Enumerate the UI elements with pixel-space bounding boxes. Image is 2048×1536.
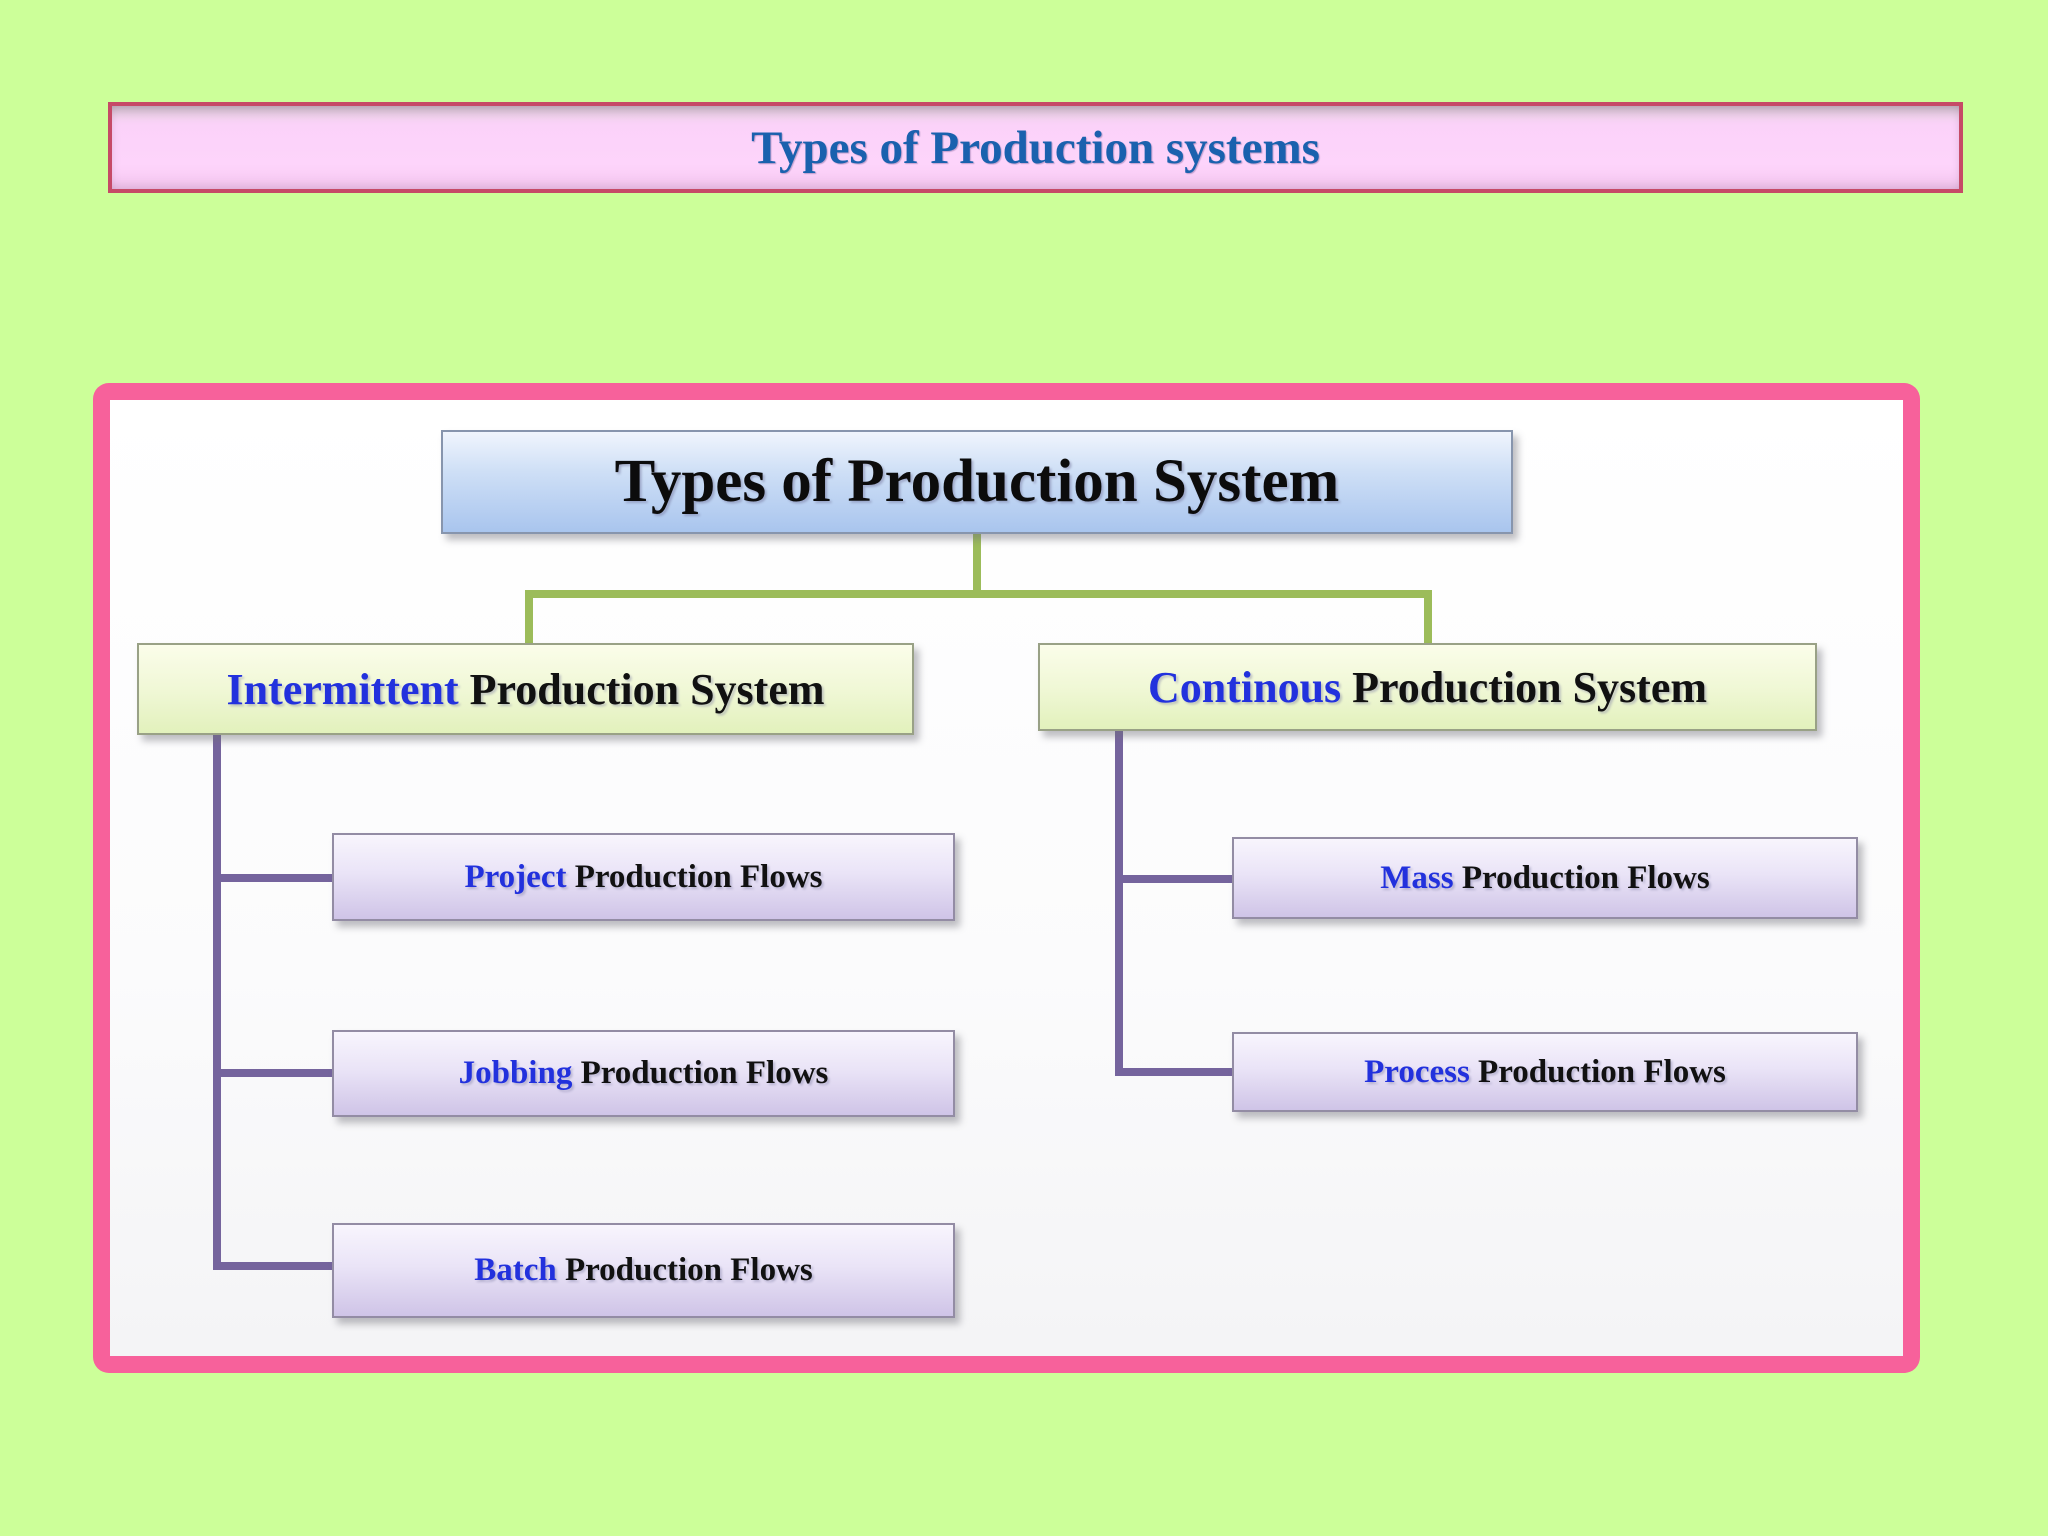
connector-right-trunk (1115, 730, 1123, 1076)
node-project: Project Production Flows (332, 833, 955, 921)
node-jobbing-label: Production Flows (572, 1055, 829, 1091)
node-intermittent-keyword: Intermittent (226, 664, 459, 714)
node-root: Types of Production System (441, 430, 1513, 534)
node-root-label: Types of Production System (614, 448, 1340, 515)
node-continous-label: Production System (1341, 662, 1708, 712)
node-jobbing: Jobbing Production Flows (332, 1030, 955, 1117)
connector-left-trunk (213, 735, 221, 1270)
node-batch-keyword: Batch (474, 1252, 557, 1288)
node-jobbing-keyword: Jobbing (458, 1055, 573, 1091)
node-mass: Mass Production Flows (1232, 837, 1858, 919)
node-batch-label: Production Flows (556, 1252, 813, 1288)
connector-stub-mass (1119, 875, 1232, 883)
node-intermittent: Intermittent Production System (137, 643, 914, 735)
slide-title: Types of Production systems (751, 121, 1320, 174)
node-process-label: Production Flows (1469, 1053, 1726, 1090)
node-project-keyword: Project (464, 858, 567, 895)
node-batch: Batch Production Flows (332, 1223, 955, 1318)
connector-stub-batch (217, 1262, 332, 1270)
node-process: Process Production Flows (1232, 1032, 1858, 1112)
node-mass-keyword: Mass (1380, 859, 1454, 896)
connector-stub-jobbing (217, 1069, 332, 1077)
node-continous: Continous Production System (1038, 643, 1817, 731)
connector-root-crossbar (525, 590, 1432, 598)
connector-stub-project (217, 874, 332, 882)
node-intermittent-label: Production System (458, 664, 825, 714)
connector-drop-intermittent (525, 596, 533, 645)
node-process-keyword: Process (1364, 1053, 1470, 1090)
slide-title-banner: Types of Production systems (108, 102, 1963, 193)
connector-stub-process (1119, 1068, 1232, 1076)
connector-root-stem (973, 534, 981, 592)
node-mass-label: Production Flows (1453, 859, 1710, 896)
node-project-label: Production Flows (566, 858, 823, 895)
connector-drop-continous (1424, 596, 1432, 645)
node-continous-keyword: Continous (1147, 662, 1342, 712)
